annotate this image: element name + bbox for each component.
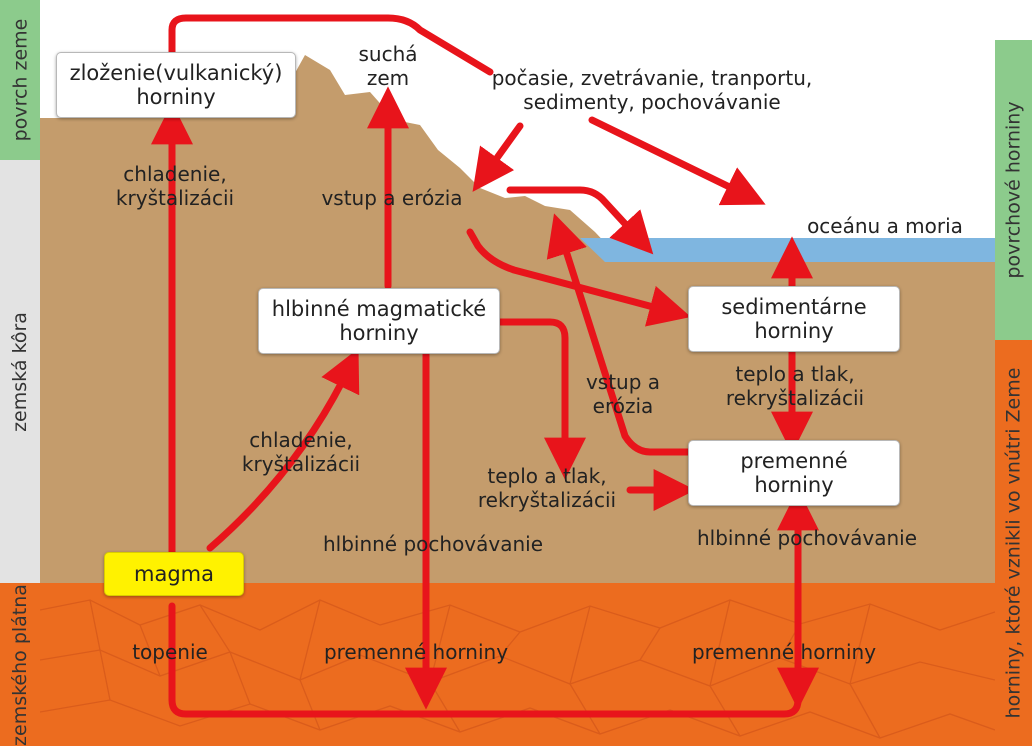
label-ocean: oceánu a moria [790, 214, 980, 238]
side-label-crust: zemská kôra [0, 160, 40, 583]
box-volcanic-rocks: zloženie(vulkanický) horniny [56, 52, 296, 118]
side-label-surface-rocks: povrchové horniny [995, 40, 1032, 340]
label-cooling-top: chladenie,kryštalizácii [100, 162, 250, 210]
label-weathering: počasie, zvetrávanie, tranportu,sediment… [462, 66, 842, 114]
label-deep-burial-right: hlbinné pochovávanie [672, 526, 942, 550]
arrow-weather-to-land [484, 126, 520, 176]
arrow-weather-to-ocean [592, 120, 748, 196]
label-melting: topenie [110, 640, 230, 664]
box-magma: magma [104, 552, 244, 596]
box-sedimentary-rocks: sedimentárne horniny [688, 286, 900, 352]
side-label-surface: povrch zeme [0, 0, 40, 160]
label-cooling-mid: chladenie,kryštalizácii [226, 428, 376, 476]
label-uplift-erosion: vstup a erózia [302, 186, 482, 210]
label-heat-pressure-mid: teplo a tlak,rekryštalizácii [462, 464, 632, 512]
label-meta-mantle-mid: premenné horniny [296, 640, 536, 664]
side-label-mantle: zemského plátna [0, 583, 40, 746]
mantle-layer [40, 583, 995, 746]
box-plutonic-rocks: hlbinné magmatické horniny [258, 288, 500, 354]
label-deep-burial-mid: hlbinné pochovávanie [298, 532, 568, 556]
box-metamorphic-rocks: premenné horniny [688, 440, 900, 506]
label-meta-mantle-right: premenné horniny [664, 640, 904, 664]
label-heat-pressure-right: teplo a tlak,rekryštalizácii [710, 362, 880, 410]
side-label-inner-rocks: horniny, ktoré vznikli vo vnútri Zeme [995, 340, 1032, 746]
